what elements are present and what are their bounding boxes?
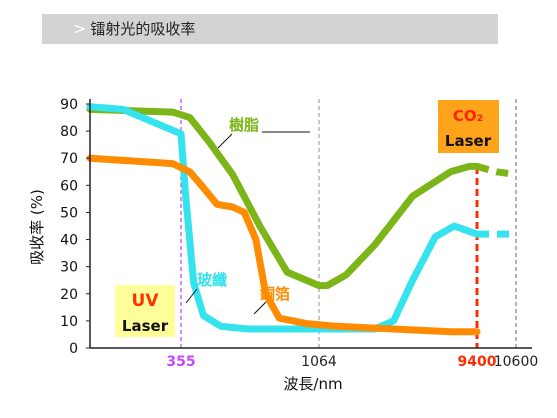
y-axis-label: 吸收率 (%): [28, 189, 46, 265]
y-tick-label: 70: [60, 151, 78, 167]
annotation-glass-label: 玻纖: [197, 271, 227, 289]
series-line-銅箔: [86, 154, 481, 336]
series-tail-樹脂: [476, 163, 517, 178]
title-banner: > 镭射光的吸收率: [42, 14, 498, 44]
x-tick-label: 9400: [458, 354, 497, 370]
y-tick-label: 20: [60, 287, 78, 303]
uv-laser-box: [115, 285, 175, 337]
y-tick-label: 90: [60, 97, 78, 113]
y-tick-label: 10: [60, 314, 78, 330]
co2-laser-line2: Laser: [445, 132, 492, 150]
annotation-glass-leader: [185, 288, 198, 304]
x-tick-label: 1064: [301, 354, 337, 370]
series-line-樹脂: [86, 105, 481, 290]
annotation-resin: 樹脂: [217, 116, 310, 149]
y-tick-label: 50: [60, 205, 78, 221]
x-axis-label: 波長/nm: [283, 375, 342, 393]
reference-lines: [180, 99, 517, 348]
annotation-resin-label: 樹脂: [229, 116, 259, 134]
y-tick-label: 80: [60, 124, 78, 140]
x-tick-label: 10600: [494, 354, 539, 370]
annotation-resin-pointer: [217, 133, 233, 149]
chevron-right-icon: >: [73, 19, 87, 38]
page-title: 镭射光的吸收率: [90, 19, 196, 38]
annotation-copper-leader: [253, 301, 267, 315]
co2-laser-line1: CO₂: [453, 107, 483, 125]
series-line-玻纖: [86, 103, 481, 333]
uv-laser-line2: Laser: [122, 317, 169, 335]
uv-laser-label: UV Laser: [115, 285, 175, 337]
y-tick-labels: 0 10 20 30 40 50 60 70 80 90: [60, 97, 90, 357]
y-tick-label: 0: [69, 341, 78, 357]
y-tick-label: 30: [60, 260, 78, 276]
annotation-copper-label: 銅箔: [260, 285, 290, 303]
y-tick-label: 60: [60, 178, 78, 194]
annotation-copper: 銅箔: [253, 285, 290, 315]
annotation-glass: 玻纖: [185, 271, 227, 304]
x-tick-label: 355: [166, 354, 195, 370]
uv-laser-line1: UV: [132, 291, 160, 311]
y-tick-label: 40: [60, 233, 78, 249]
co2-laser-label: CO₂ Laser: [438, 100, 499, 153]
co2-laser-box: [438, 100, 499, 153]
curves: [86, 103, 517, 336]
